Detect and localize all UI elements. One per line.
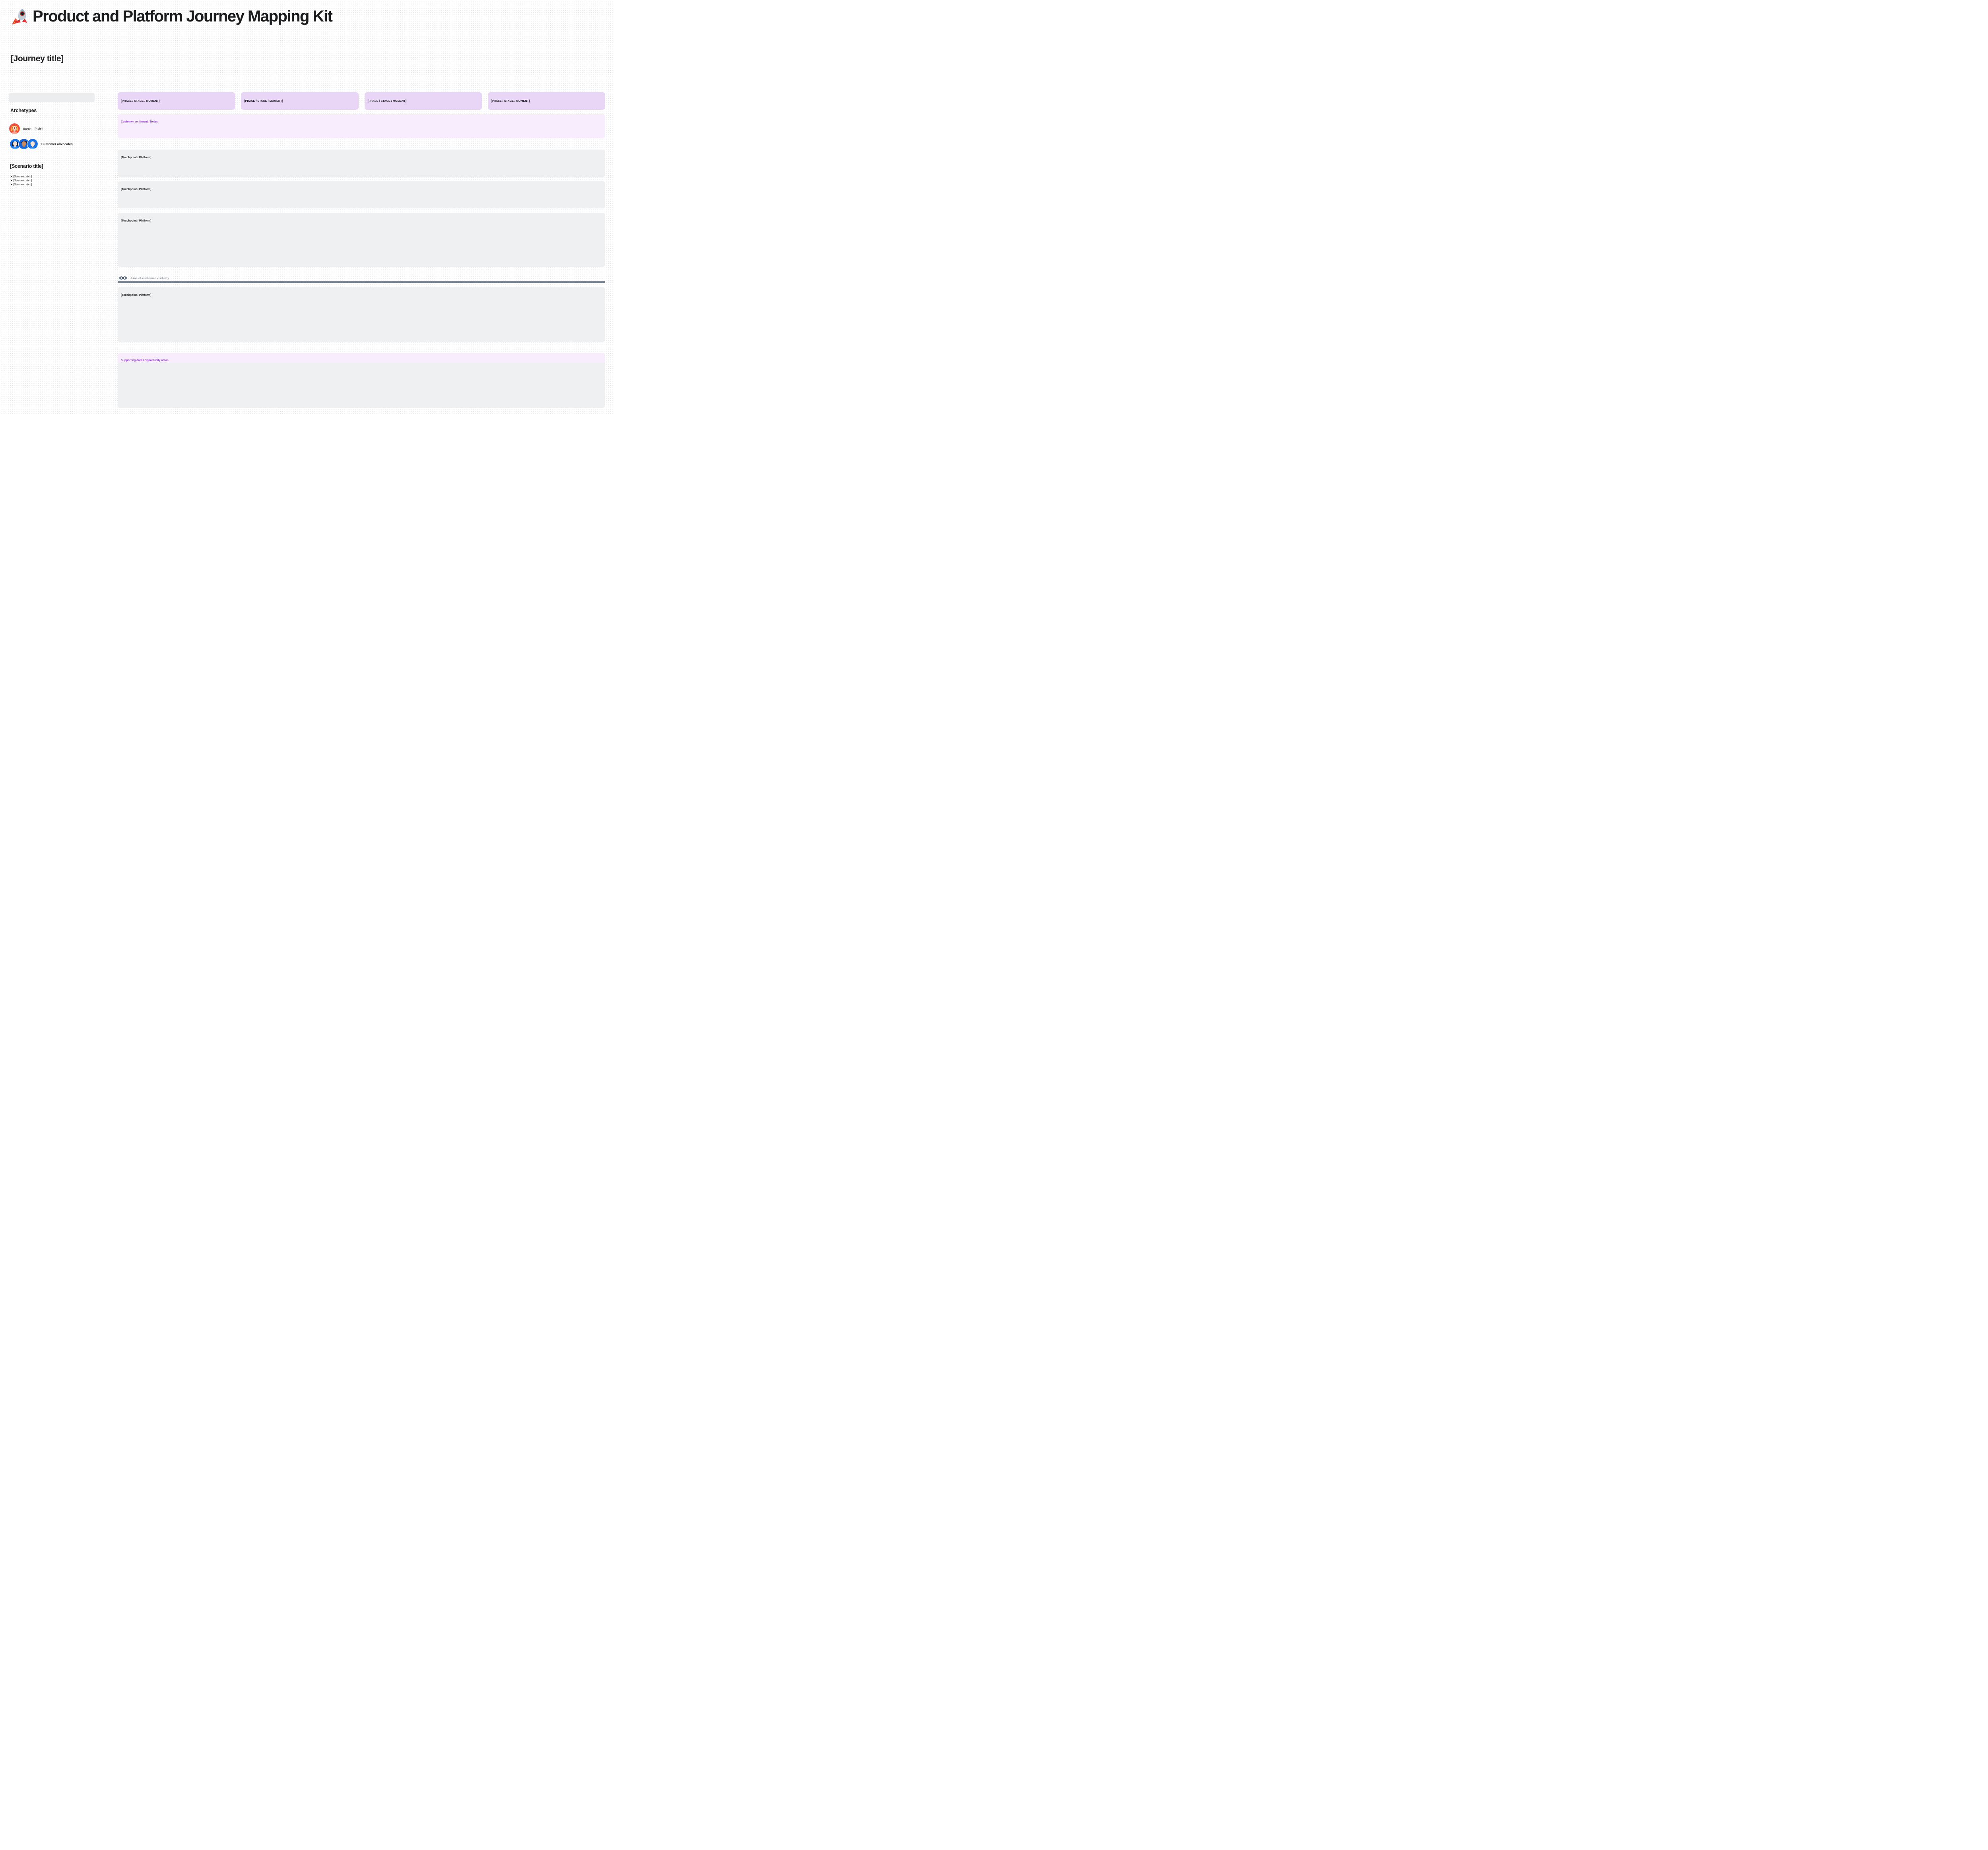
persona-name: Sarah [23, 127, 31, 130]
page-header: Product and Platform Journey Mapping Kit [10, 7, 333, 25]
touchpoint-label: [Touchpoint / Platform] [121, 294, 151, 297]
persona-row[interactable]: Sarah – [Role] [9, 123, 43, 134]
archetypes-heading: Archetypes [10, 108, 37, 113]
sentiment-label: Customer sentiment / Notes [121, 120, 158, 123]
bullet-icon [11, 176, 12, 177]
whiteboard-canvas[interactable]: Product and Platform Journey Mapping Kit… [0, 0, 614, 414]
journey-title[interactable]: [Journey title] [11, 54, 64, 63]
scenario-step-text: [Scenario step] [13, 179, 32, 182]
bullet-icon [11, 184, 12, 185]
scenario-step-item[interactable]: [Scenario step] [11, 175, 32, 179]
bullet-icon [11, 180, 12, 181]
persona-role: – [Role] [31, 127, 43, 130]
touchpoint-box-4[interactable]: [Touchpoint / Platform] [118, 287, 605, 342]
supporting-label: Supporting data / Opportunity areas [121, 359, 169, 362]
visibility-divider-line[interactable] [118, 281, 605, 283]
persona-label: Sarah – [Role] [23, 127, 43, 130]
scenario-step-item[interactable]: [Scenario step] [11, 179, 32, 183]
scenario-step-text: [Scenario step] [13, 183, 32, 186]
advocates-avatar-stack[interactable] [10, 138, 39, 150]
eye-icon [118, 275, 128, 281]
phase-label: [PHASE / STAGE / MOMENT] [244, 99, 283, 103]
phase-label: [PHASE / STAGE / MOMENT] [367, 99, 407, 103]
touchpoint-box-1[interactable]: [Touchpoint / Platform] [118, 150, 605, 177]
supporting-data-box[interactable]: Supporting data / Opportunity areas [118, 353, 605, 408]
touchpoint-label: [Touchpoint / Platform] [121, 188, 151, 191]
phase-label: [PHASE / STAGE / MOMENT] [121, 99, 160, 103]
advocates-label: Customer advocates [41, 142, 73, 146]
supporting-data-header: Supporting data / Opportunity areas [118, 353, 605, 362]
phase-box-1[interactable]: [PHASE / STAGE / MOMENT] [118, 92, 235, 110]
touchpoint-label: [Touchpoint / Platform] [121, 156, 151, 159]
page-title: Product and Platform Journey Mapping Kit [33, 7, 333, 25]
touchpoint-box-3[interactable]: [Touchpoint / Platform] [118, 213, 605, 267]
scenario-step-text: [Scenario step] [13, 175, 32, 178]
supporting-data-body[interactable] [118, 362, 605, 408]
persona-avatar-sarah[interactable] [9, 123, 20, 134]
phase-box-4[interactable]: [PHASE / STAGE / MOMENT] [487, 92, 605, 110]
visibility-line-label-row: Line of customer visibility [118, 274, 169, 282]
advocates-row[interactable]: Customer advocates [10, 138, 73, 150]
advocate-avatar-3[interactable] [27, 138, 39, 150]
scenario-title[interactable]: [Scenario title] [10, 163, 43, 169]
sentiment-notes-box[interactable]: Customer sentiment / Notes [118, 114, 605, 138]
visibility-label: Line of customer visibility [131, 276, 169, 280]
scenario-steps-list[interactable]: [Scenario step] [Scenario step] [Scenari… [11, 175, 32, 187]
phase-box-2[interactable]: [PHASE / STAGE / MOMENT] [241, 92, 359, 110]
touchpoint-box-2[interactable]: [Touchpoint / Platform] [118, 181, 605, 208]
phase-label: [PHASE / STAGE / MOMENT] [491, 99, 530, 103]
scenario-step-item[interactable]: [Scenario step] [11, 183, 32, 187]
advocate-avatar-1[interactable] [10, 138, 21, 150]
sidebar-empty-field[interactable] [9, 93, 95, 102]
phase-box-3[interactable]: [PHASE / STAGE / MOMENT] [364, 92, 482, 110]
phase-header-row: [PHASE / STAGE / MOMENT] [PHASE / STAGE … [118, 92, 605, 110]
rocket-icon [10, 7, 29, 25]
touchpoint-label: [Touchpoint / Platform] [121, 220, 151, 222]
